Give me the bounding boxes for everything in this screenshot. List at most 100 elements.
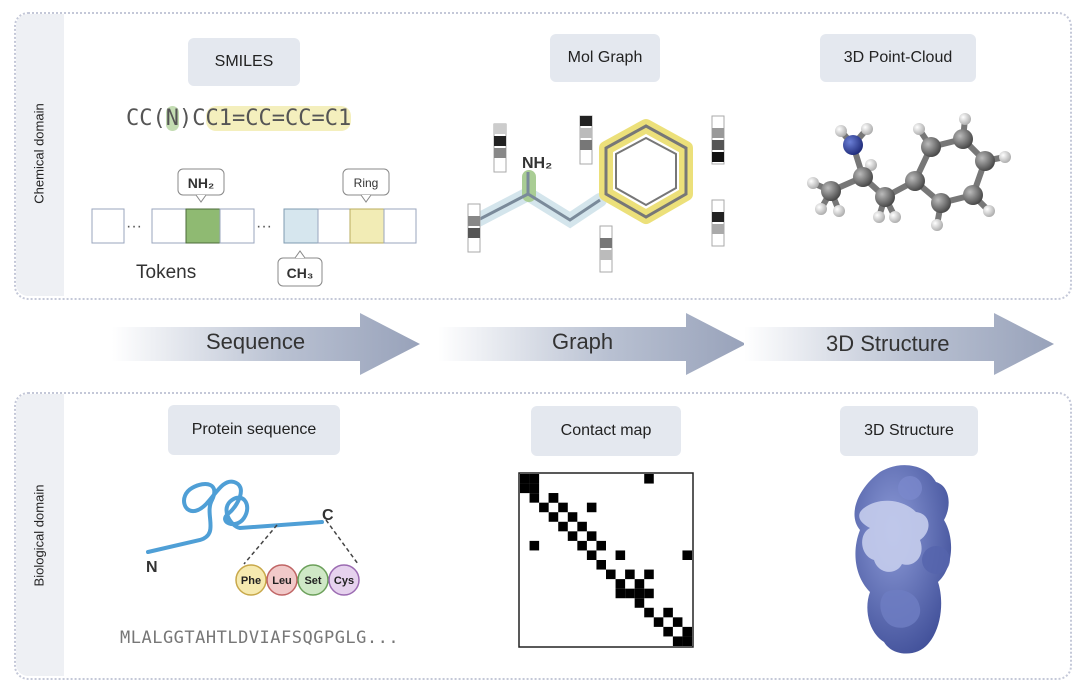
structure-title: 3D Structure [840,406,978,456]
smiles-string: CC(N)CC1=CC=CC=C1 [126,106,352,131]
point-cloud-molecule [807,113,1011,231]
contact-cell [539,502,549,513]
contact-cell [529,540,540,551]
contact-cell [653,617,664,627]
token-box [383,208,417,244]
structure-arrow [744,313,1054,375]
protein-sequence-title: Protein sequence [168,405,340,455]
contact-cell [529,474,540,484]
token-ellipsis: ··· [256,218,272,235]
contact-cell [615,588,626,599]
protein-chain-diagram: N C Phe Leu Set Cys [146,479,360,596]
smiles-prefix: CC( [126,106,166,131]
contact-cell [586,502,597,513]
contact-cell [682,626,692,637]
smiles-tokens-diagram: ··· ··· NH₂ Ring CH₃ Tokens [91,168,417,287]
contact-cell [520,483,530,494]
token-ring [349,208,385,244]
contact-cell [577,540,587,551]
residue-cys-label: Cys [334,575,354,587]
token-box [317,208,351,244]
structure-arrow-label: 3D Structure [826,331,950,356]
sequence-arrow-label: Sequence [206,329,306,354]
contact-cell [586,550,597,560]
smiles-amine: N [165,106,179,131]
contact-cell [663,626,673,637]
contact-cell [644,474,654,484]
smiles-mid: )C [179,106,206,131]
contact-cell [577,521,587,532]
mol-graph-title: Mol Graph [550,34,660,82]
contact-cell [672,617,683,627]
chemical-domain-side-bar [16,14,64,296]
feature-vector [711,199,725,247]
contact-cell [529,483,540,494]
contact-cell [625,569,635,580]
token-box [91,208,125,244]
c-terminus-label: C [322,507,334,524]
contact-cell [682,636,692,646]
token-ch3 [283,208,319,244]
token-box [151,208,187,244]
smiles-title: SMILES [188,38,300,86]
contact-cell [615,550,626,560]
feature-vector [711,115,725,165]
contact-cell [558,502,568,513]
contact-cell [548,493,559,503]
protein-3d-structure [854,465,952,654]
contact-cell [596,540,606,551]
biological-domain-label: Biological domain [31,484,47,587]
contact-cell [548,512,559,522]
contact-cell [596,560,606,570]
ring-highlight [599,119,693,224]
ch3-callout-label: CH₃ [287,265,314,281]
contact-cell [606,569,616,580]
point-cloud-title: 3D Point-Cloud [820,34,976,82]
contact-cell [567,531,578,541]
residue-set-label: Set [304,575,321,587]
token-box [219,208,255,244]
contact-cell [644,569,654,580]
residue-phe: Phe [235,564,267,596]
contact-cell [634,598,645,608]
contact-cell [520,474,530,484]
feature-vector [599,225,613,273]
contact-cell [663,607,673,618]
contact-cell [682,550,692,560]
mol-graph-nh2-label: NH₂ [522,155,552,172]
contact-cell [586,531,597,541]
protein-backbone [146,479,324,554]
smiles-ring: C1=CC=CC=C1 [205,106,352,131]
contact-map-title: Contact map [531,406,681,456]
protein-sequence-string: MLALGGTAHTLDVIAFSQGPGLG... [120,628,400,648]
contact-cell [634,579,645,589]
contact-cell [672,636,683,646]
mol-graph-diagram: NH₂ [467,115,725,273]
biological-domain-side-bar [16,394,64,676]
contact-cell [529,493,540,503]
residue-cys: Cys [328,564,360,596]
ring-callout-label: Ring [354,176,379,190]
graph-arrow [438,313,746,375]
sequence-arrow [112,313,420,375]
contact-cell [625,588,635,599]
feature-vector [579,115,593,165]
contact-cell [567,512,578,522]
contact-cell [644,607,654,618]
contact-cell [558,521,568,532]
feature-vector [493,123,507,173]
chemical-domain-label: Chemical domain [31,103,47,204]
n-terminus-label: N [146,559,158,576]
contact-cell [634,588,645,599]
feature-vector [467,203,481,253]
token-ellipsis: ··· [126,218,142,235]
contact-cell [615,579,626,589]
residue-leu-label: Leu [272,575,292,587]
residue-leu: Leu [266,564,298,596]
residue-phe-label: Phe [241,575,261,587]
token-nh2 [185,208,221,244]
residue-set: Set [297,564,329,596]
tokens-label: Tokens [136,262,196,283]
nh2-callout-label: NH₂ [188,175,214,191]
contact-cell [644,588,654,599]
